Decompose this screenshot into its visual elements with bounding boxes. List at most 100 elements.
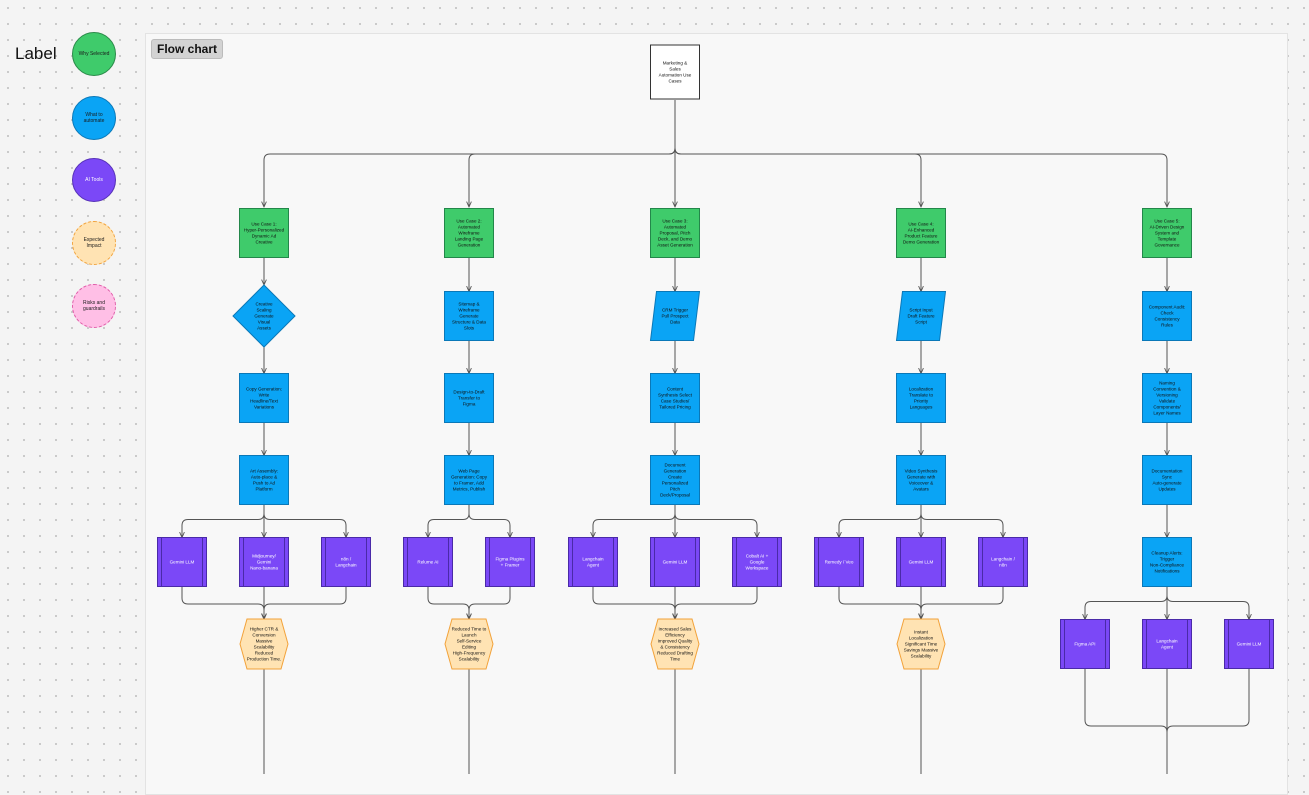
connector-line <box>428 504 470 538</box>
use-case-node[interactable] <box>239 208 289 258</box>
ai-tool-node[interactable] <box>403 537 453 587</box>
automation-step-node[interactable] <box>1142 373 1192 423</box>
connector-line <box>592 586 675 620</box>
legend-item[interactable]: AI Tools <box>72 158 116 202</box>
connector-line <box>674 504 757 538</box>
automation-step-node[interactable] <box>444 291 494 341</box>
automation-step-node[interactable] <box>1142 455 1192 505</box>
connector-line <box>468 504 510 538</box>
connector-line <box>264 586 347 620</box>
node-label: Gemini LLM <box>663 560 688 565</box>
node-label: Gemini LLM <box>909 560 934 565</box>
input-node[interactable] <box>895 291 947 341</box>
use-case-node[interactable] <box>444 208 494 258</box>
ai-tool-node[interactable] <box>568 537 618 587</box>
node-label: Figma API <box>1074 642 1095 647</box>
node-label: n8n /Langchain <box>335 557 357 568</box>
node-label: Langchain /n8n <box>991 557 1015 568</box>
automation-step-node[interactable] <box>896 373 946 423</box>
root-node[interactable] <box>650 44 700 100</box>
node-label: Remedy / Veo <box>825 560 854 565</box>
automation-step-node[interactable] <box>444 455 494 505</box>
automation-step-node[interactable] <box>239 455 289 505</box>
automation-step-node[interactable] <box>239 373 289 423</box>
ai-tool-node[interactable] <box>321 537 371 587</box>
connector-line <box>921 586 1004 620</box>
automation-step-node[interactable] <box>444 373 494 423</box>
ai-tool-node[interactable] <box>485 537 535 587</box>
connector-line <box>675 586 758 620</box>
legend-title: Label <box>15 44 57 63</box>
ai-tool-node[interactable] <box>732 537 782 587</box>
use-case-node[interactable] <box>1142 208 1192 258</box>
legend-item[interactable]: Expected Impact <box>72 221 116 265</box>
connector-line <box>427 586 469 620</box>
ai-tool-node[interactable] <box>1142 619 1192 669</box>
use-case-node[interactable] <box>896 208 946 258</box>
automation-step-node[interactable] <box>1142 291 1192 341</box>
connector-line <box>469 100 676 207</box>
connector-line <box>469 586 511 620</box>
automation-step-node[interactable] <box>1142 537 1192 587</box>
legend-item[interactable]: Why Selected <box>72 32 116 76</box>
connector-line <box>182 504 265 538</box>
legend-item[interactable]: What to automate <box>72 96 116 140</box>
connector-line <box>1084 668 1168 774</box>
ai-tool-node[interactable] <box>1060 619 1110 669</box>
connector-line <box>1166 668 1250 774</box>
ai-tool-node[interactable] <box>239 537 289 587</box>
use-case-node[interactable] <box>650 208 700 258</box>
ai-tool-node[interactable] <box>814 537 864 587</box>
impact-node[interactable] <box>239 618 289 670</box>
automation-step-node[interactable] <box>896 455 946 505</box>
node-label: Gemini LLM <box>1237 642 1262 647</box>
connector-line <box>263 504 346 538</box>
connector-line <box>838 586 921 620</box>
ai-tool-node[interactable] <box>157 537 207 587</box>
automation-step-node[interactable] <box>650 455 700 505</box>
decision-node[interactable] <box>232 284 296 348</box>
connector-line <box>593 504 676 538</box>
connector-line <box>920 504 1003 538</box>
impact-node[interactable] <box>650 618 700 670</box>
connector-line <box>674 100 1167 207</box>
ai-tool-node[interactable] <box>1224 619 1274 669</box>
ai-tool-node[interactable] <box>896 537 946 587</box>
node-label: Figma Plugins+ Framer <box>495 557 525 568</box>
automation-step-node[interactable] <box>650 373 700 423</box>
legend-item[interactable]: Risks and guardrails <box>72 284 116 328</box>
connector-line <box>1085 586 1168 620</box>
ai-tool-node[interactable] <box>650 537 700 587</box>
ai-tool-node[interactable] <box>978 537 1028 587</box>
impact-node[interactable] <box>896 618 946 670</box>
node-label: Relume AI <box>417 560 438 565</box>
input-node[interactable] <box>649 291 701 341</box>
frame-label[interactable]: Flow chart <box>151 39 224 59</box>
impact-node[interactable] <box>444 618 494 670</box>
